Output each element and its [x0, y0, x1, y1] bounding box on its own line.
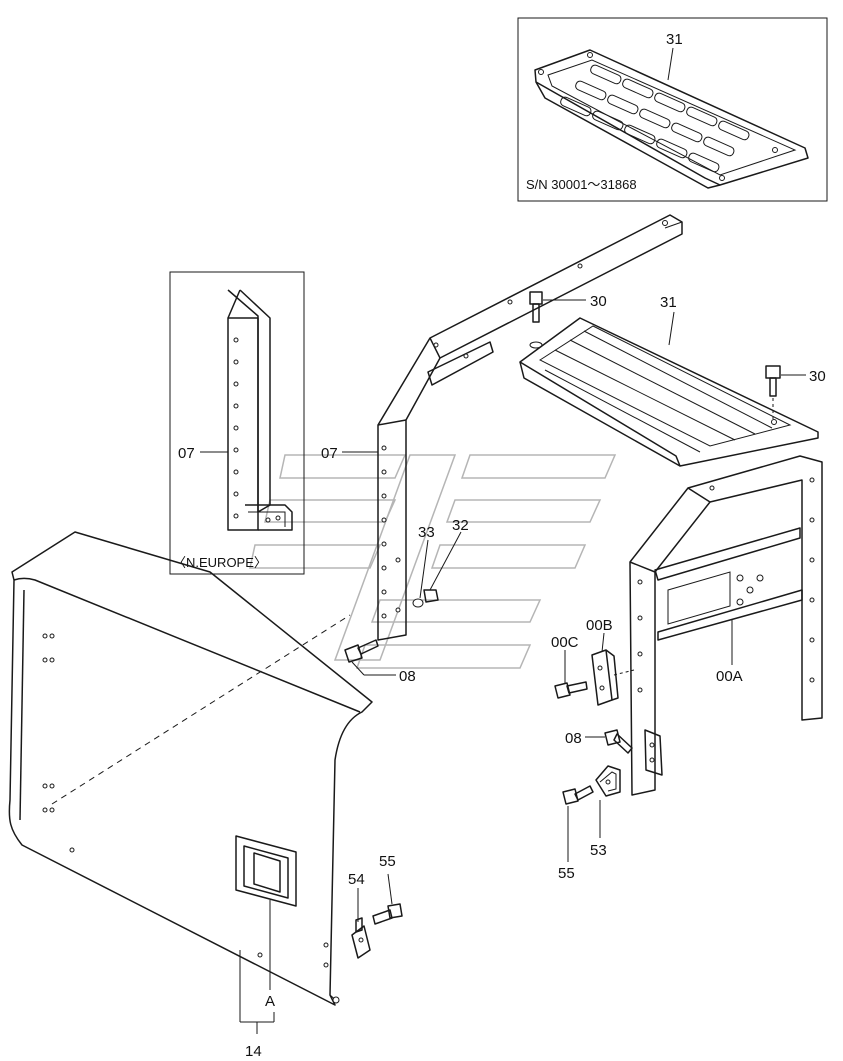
label-bolt-08-right: 08	[565, 730, 582, 747]
label-spacer: 33	[418, 524, 435, 541]
label-latch-bolt-right: 55	[558, 865, 575, 882]
grating-panel	[534, 49, 809, 189]
bolt-08-right	[604, 729, 633, 754]
label-frame-bolt-top: 30	[590, 293, 607, 310]
nut-32	[423, 589, 439, 603]
door-handle	[235, 835, 297, 907]
label-door-cover: 14	[245, 1043, 262, 1060]
label-step-bolt: 30	[809, 368, 826, 385]
bolt-00c	[554, 681, 588, 699]
label-cover-bracket: 54	[348, 871, 365, 888]
bolt-30-right	[765, 365, 781, 420]
label-step-plate: 31	[660, 294, 677, 311]
step-plate	[519, 317, 819, 467]
watermark-logo	[249, 454, 617, 669]
bolt-08-lower	[344, 639, 379, 663]
inset-box-n-europe: 07 〈N.EUROPE〉	[169, 271, 305, 575]
spacer-33	[412, 598, 424, 608]
label-nut: 32	[452, 517, 469, 534]
cover-bracket	[351, 917, 371, 959]
label-lower-bolt: 08	[399, 668, 416, 685]
serial-range-note: S/N 30001～31868	[526, 177, 637, 192]
bolt-55-cover	[372, 903, 403, 925]
latch-bracket	[595, 765, 621, 797]
callout-bracket-14	[239, 950, 275, 1034]
label-right-frame: 00A	[716, 668, 743, 685]
inset-post	[227, 289, 293, 531]
label-cover-bolt: 55	[379, 853, 396, 870]
door-cover	[8, 531, 373, 1006]
label-inset-part: 07	[178, 445, 195, 462]
label-bracket-b: 00B	[586, 617, 613, 634]
label-handle: A	[265, 993, 275, 1010]
label-top-panel-part: 31	[666, 31, 683, 48]
label-latch-bracket: 53	[590, 842, 607, 859]
inset-box-grating: 31 S/N 30001～31868	[517, 17, 828, 202]
bracket-00b	[591, 649, 635, 706]
frame-post-arm	[377, 214, 683, 641]
label-bolt-c: 00C	[551, 634, 579, 651]
bolt-55-right	[562, 785, 594, 805]
label-frame-post: 07	[321, 445, 338, 462]
inset-region-note: 〈N.EUROPE〉	[173, 555, 267, 570]
bolt-30-top	[529, 291, 543, 349]
right-frame	[629, 455, 823, 796]
